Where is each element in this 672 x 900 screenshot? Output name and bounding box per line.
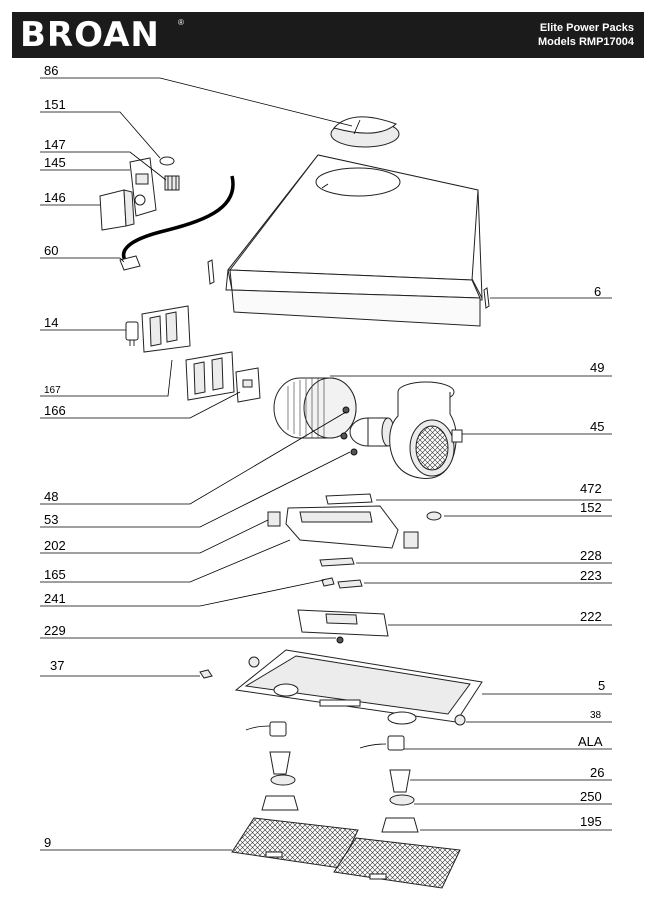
- electrical-box-parts: [99, 156, 180, 231]
- light-assembly-left: [245, 721, 299, 811]
- hood-shell-part: [207, 154, 490, 327]
- callout-250: 250: [580, 789, 602, 804]
- callout-241: 241: [44, 591, 66, 606]
- callout-60: 60: [44, 243, 58, 258]
- brand-logo: BROAN: [20, 15, 160, 55]
- light-assembly-right: [359, 735, 419, 833]
- leader-lines: [40, 77, 612, 851]
- blower-housing-part: [389, 381, 463, 479]
- callout-147: 147: [44, 137, 66, 152]
- callout-229: 229: [44, 623, 66, 638]
- callout-151: 151: [44, 97, 66, 112]
- blower-wheel-part: [273, 377, 357, 439]
- callout-222: 222: [580, 609, 602, 624]
- callout-472: 472: [580, 481, 602, 496]
- callout-145: 145: [44, 155, 66, 170]
- callout-37: 37: [50, 658, 64, 673]
- capacitor-and-bracket-part: [125, 305, 191, 353]
- callout-86: 86: [44, 63, 58, 78]
- callout-labels: 86 151 147 145 146 60 6 14 167 166 49 45…: [44, 63, 605, 850]
- header-model-info: Elite Power Packs Models RMP17004: [538, 21, 634, 49]
- callout-53: 53: [44, 512, 58, 527]
- callout-146: 146: [44, 190, 66, 205]
- callout-165: 165: [44, 567, 66, 582]
- callout-6: 6: [594, 284, 601, 299]
- callout-166: 166: [44, 403, 66, 418]
- callout-5: 5: [598, 678, 605, 693]
- callout-202: 202: [44, 538, 66, 553]
- power-cord-part: [119, 175, 235, 271]
- damper-collar-part: [330, 116, 400, 148]
- callout-38: 38: [590, 710, 602, 721]
- control-panel-part: [297, 609, 389, 644]
- callout-167: 167: [44, 385, 61, 396]
- callout-228: 228: [580, 548, 602, 563]
- control-module-part: [185, 351, 261, 403]
- blower-motor-part: [340, 406, 395, 456]
- motor-plate-parts: [267, 493, 442, 549]
- header-bar: BROAN ® Elite Power Packs Models RMP1700…: [12, 12, 644, 58]
- callout-9: 9: [44, 835, 51, 850]
- header-line-2: Models RMP17004: [538, 36, 634, 48]
- callout-49: 49: [590, 360, 604, 375]
- callout-223: 223: [580, 568, 602, 583]
- callout-152: 152: [580, 500, 602, 515]
- callout-26: 26: [590, 765, 604, 780]
- callout-14: 14: [44, 315, 58, 330]
- bottom-pan-part: [199, 649, 483, 726]
- callout-45: 45: [590, 419, 604, 434]
- callout-195: 195: [580, 814, 602, 829]
- grease-filters-part: [231, 817, 461, 889]
- light-bracket-parts: [319, 557, 363, 589]
- callout-ala: ALA: [578, 734, 603, 749]
- header-line-1: Elite Power Packs: [539, 22, 634, 34]
- registered-mark-icon: ®: [178, 18, 184, 27]
- callout-48: 48: [44, 489, 58, 504]
